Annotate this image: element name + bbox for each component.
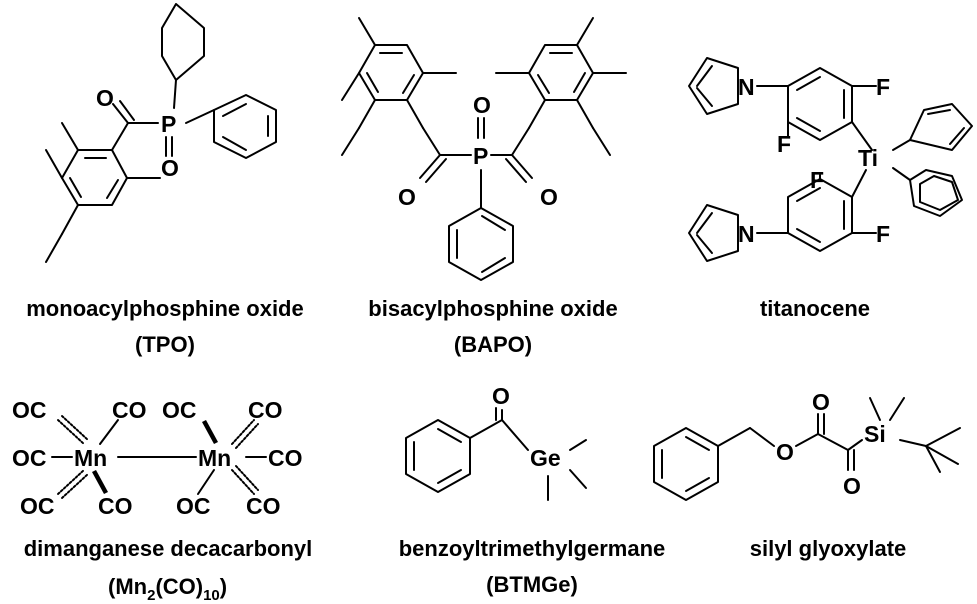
mn-ligand-oc-1: OC (12, 397, 47, 423)
titanocene-fluorine-3: F (810, 167, 824, 193)
btmge-structure: O Ge (405, 383, 587, 501)
mn-abbr-open: (Mn (108, 574, 147, 599)
mn-abbr-close: ) (220, 574, 227, 599)
bapo-name-caption: bisacylphosphine oxide (368, 296, 617, 321)
silyl-ester-carbonyl-oxygen: O (812, 389, 830, 415)
mn-abbr-mid: (CO) (155, 574, 203, 599)
silyl-keto-oxygen: O (843, 473, 861, 499)
bapo-right-carbonyl-oxygen: O (540, 184, 558, 210)
mn-ligand-co-2: CO (98, 493, 133, 519)
captions: monoacylphosphine oxide (TPO) bisacylpho… (24, 296, 907, 604)
tpo-abbr-caption: (TPO) (135, 332, 195, 357)
titanocene-caption: titanocene (760, 296, 870, 321)
tpo-phosphoryl-oxygen: O (161, 155, 179, 181)
titanocene-fluorine-4: F (876, 221, 890, 247)
mn-ligand-oc-4: OC (162, 397, 197, 423)
silyl-ester-oxygen: O (776, 439, 794, 465)
titanocene-upper-nitrogen: N (738, 74, 755, 100)
titanocene-titanium: Ti (858, 145, 878, 171)
mn-ligand-oc-5: OC (176, 493, 211, 519)
silyl-silicon: Si (864, 421, 886, 447)
mn-abbr-sub1: 2 (147, 587, 155, 604)
titanocene-fluorine-2: F (777, 131, 791, 157)
silyl-name-caption: silyl glyoxylate (750, 536, 907, 561)
mn-ligand-co-5: CO (246, 493, 281, 519)
bapo-left-carbonyl-oxygen: O (398, 184, 416, 210)
mn-ligand-co-1: CO (112, 397, 147, 423)
bapo-structure: O P O O (341, 17, 627, 281)
bapo-phosphorus: P (473, 143, 488, 169)
mn-abbr-caption: (Mn2(CO)10) (108, 574, 227, 604)
tpo-phosphorus: P (161, 111, 176, 137)
mn-abbr-sub2: 10 (203, 587, 220, 604)
mn-left-atom: Mn (74, 445, 107, 471)
mn-right-atom: Mn (198, 445, 231, 471)
tpo-structure: O P O (45, 3, 277, 263)
btmge-germanium: Ge (530, 445, 561, 471)
btmge-abbr-caption: (BTMGe) (486, 572, 578, 597)
bapo-abbr-caption: (BAPO) (454, 332, 532, 357)
tpo-name-caption: monoacylphosphine oxide (26, 296, 303, 321)
mn-ligand-oc-2: OC (12, 445, 47, 471)
silyl-glyoxylate-structure: O O O Si (653, 389, 961, 501)
mn-name-caption: dimanganese decacarbonyl (24, 536, 313, 561)
mn2co10-structure: OC CO OC Mn OC CO OC CO Mn CO OC CO (12, 397, 303, 519)
titanocene-lower-nitrogen: N (738, 221, 755, 247)
mn-ligand-co-4: CO (268, 445, 303, 471)
btmge-name-caption: benzoyltrimethylgermane (399, 536, 666, 561)
mn-ligand-oc-3: OC (20, 493, 55, 519)
mn-ligand-co-3: CO (248, 397, 283, 423)
tpo-carbonyl-oxygen: O (96, 85, 114, 111)
titanocene-fluorine-1: F (876, 74, 890, 100)
bapo-phosphoryl-oxygen: O (473, 92, 491, 118)
btmge-carbonyl-oxygen: O (492, 383, 510, 409)
titanocene-structure: N N F F F F Ti (688, 57, 973, 262)
